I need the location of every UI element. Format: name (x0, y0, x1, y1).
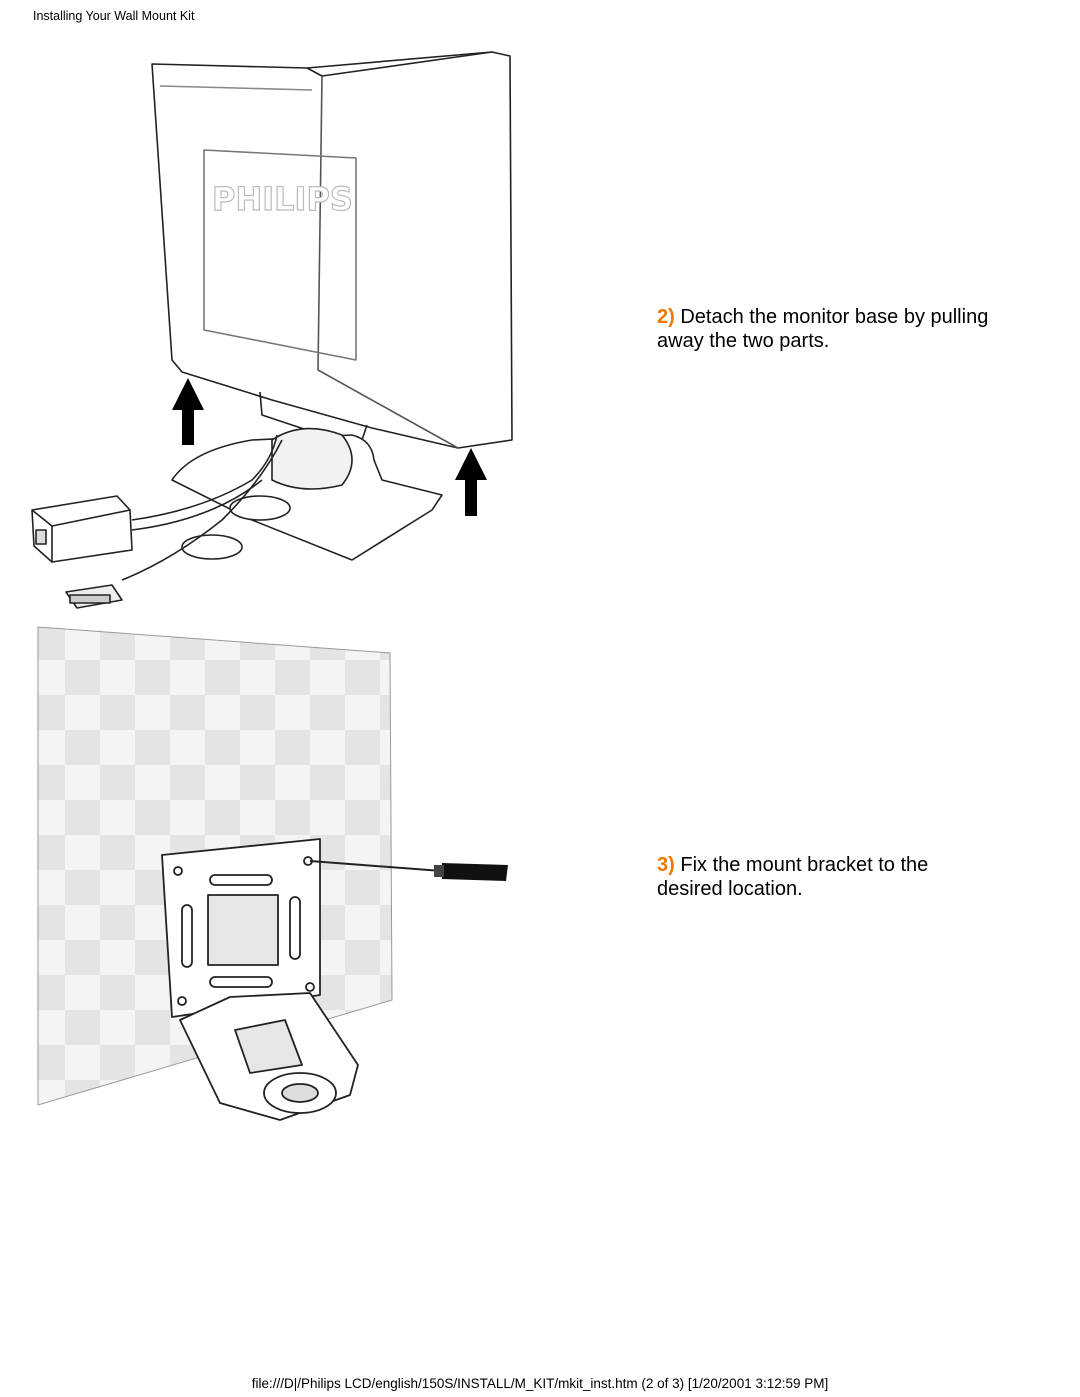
step-3-text: Fix the mount bracket to the desired loc… (657, 854, 929, 900)
screwdriver-icon (309, 860, 508, 881)
wall-bracket-illustration (37, 626, 508, 1121)
page-header-title: Installing Your Wall Mount Kit (33, 9, 195, 23)
monitor-detach-illustration: PHILIPS (31, 51, 513, 609)
up-arrow-icon-right (455, 448, 487, 516)
up-arrow-icon (172, 378, 204, 445)
page-footer-path: file:///D|/Philips LCD/english/150S/INST… (251, 1376, 829, 1391)
step-3-instruction: 3) Fix the mount bracket to the desired … (657, 853, 997, 901)
step-2-instruction: 2) Detach the monitor base by pulling aw… (657, 305, 997, 353)
step-2-number: 2) (657, 306, 675, 328)
step-2-text: Detach the monitor base by pulling away … (657, 306, 989, 352)
philips-logo-text: PHILIPS (212, 180, 353, 218)
step-3-number: 3) (657, 854, 675, 876)
